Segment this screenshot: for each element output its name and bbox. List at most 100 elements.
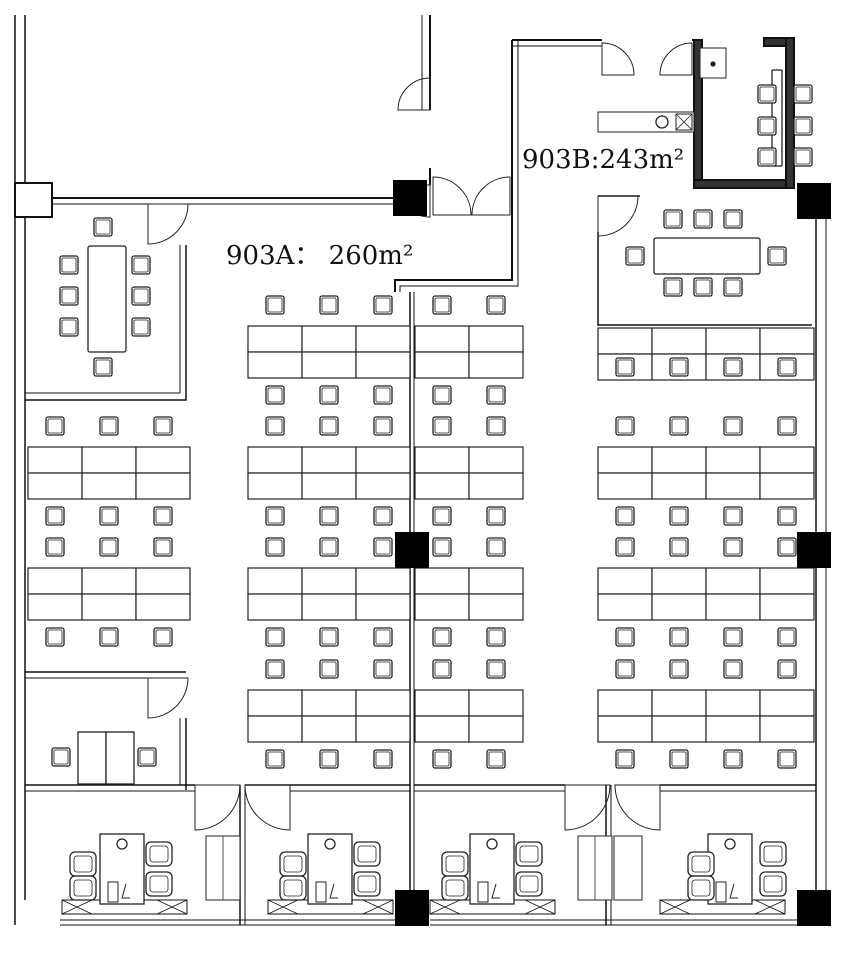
sink-icon bbox=[710, 61, 716, 67]
desk-icon bbox=[81, 446, 137, 474]
chair-icon bbox=[757, 147, 777, 167]
keyboard-icon bbox=[729, 883, 738, 899]
chair-cushion bbox=[725, 359, 741, 375]
armchair-cushion bbox=[763, 875, 783, 893]
chair-icon bbox=[432, 749, 452, 769]
armchair-icon bbox=[441, 851, 469, 877]
desk-icon bbox=[301, 472, 357, 500]
desk-icon bbox=[651, 567, 707, 595]
armchair-cushion bbox=[149, 845, 169, 863]
chair-cushion bbox=[725, 418, 741, 434]
chair-cushion bbox=[133, 319, 149, 335]
desk-icon bbox=[468, 325, 524, 353]
chair-icon bbox=[723, 277, 743, 297]
chair-cushion bbox=[267, 418, 283, 434]
desk-icon bbox=[27, 446, 83, 474]
chair-icon bbox=[757, 116, 777, 136]
chair-icon bbox=[319, 627, 339, 647]
column-icon bbox=[395, 532, 429, 568]
chair-icon bbox=[432, 506, 452, 526]
chair-icon bbox=[723, 416, 743, 436]
desk-icon bbox=[414, 689, 470, 717]
chair-icon bbox=[319, 537, 339, 557]
chair-icon bbox=[373, 537, 393, 557]
chair-cushion bbox=[779, 751, 795, 767]
meeting-table bbox=[653, 237, 761, 275]
chair-icon bbox=[131, 286, 151, 306]
chair-icon bbox=[265, 416, 285, 436]
chair-cushion bbox=[671, 508, 687, 524]
chair-cushion bbox=[61, 319, 77, 335]
chair-cushion bbox=[665, 211, 681, 227]
desk-icon bbox=[759, 567, 815, 595]
door-swing-icon bbox=[194, 784, 241, 831]
chair-cushion bbox=[434, 418, 450, 434]
chair-icon bbox=[432, 627, 452, 647]
armchair-cushion bbox=[445, 879, 465, 897]
chair-cushion bbox=[267, 297, 283, 313]
chair-cushion bbox=[434, 629, 450, 645]
chair-cushion bbox=[61, 257, 77, 273]
door-swing-icon bbox=[597, 195, 639, 237]
keyboard-icon bbox=[121, 883, 130, 899]
chair-icon bbox=[669, 506, 689, 526]
window-icon bbox=[156, 899, 188, 915]
columns bbox=[393, 180, 831, 926]
desk-icon bbox=[759, 593, 815, 621]
chair-cushion bbox=[434, 539, 450, 555]
chair-cushion bbox=[627, 248, 643, 264]
armchair-icon bbox=[515, 841, 543, 867]
chair-icon bbox=[45, 627, 65, 647]
armchair-icon bbox=[279, 851, 307, 877]
keyboard-icon bbox=[491, 883, 500, 899]
desk-icon bbox=[135, 567, 191, 595]
desk-icon bbox=[135, 446, 191, 474]
chair-cushion bbox=[375, 661, 391, 677]
wall-divider-a-b-inner bbox=[399, 40, 519, 292]
armchair-icon bbox=[145, 871, 173, 897]
chair-cushion bbox=[488, 661, 504, 677]
chair-cushion bbox=[321, 418, 337, 434]
desk-icon bbox=[414, 715, 470, 743]
chair-cushion bbox=[665, 279, 681, 295]
chair-icon bbox=[93, 217, 113, 237]
chair-cushion bbox=[725, 211, 741, 227]
desk-icon bbox=[414, 325, 470, 353]
desk-icon bbox=[705, 715, 761, 743]
chair-cushion bbox=[617, 508, 633, 524]
desk-icon bbox=[759, 327, 815, 355]
door-swing-icon bbox=[147, 203, 189, 245]
window-icon bbox=[524, 899, 556, 915]
chair-icon bbox=[373, 659, 393, 679]
chair-icon bbox=[486, 385, 506, 405]
computer-icon bbox=[107, 881, 119, 903]
chair-cushion bbox=[375, 508, 391, 524]
desk-icon bbox=[355, 472, 411, 500]
desk-icon bbox=[705, 567, 761, 595]
chair-icon bbox=[777, 506, 797, 526]
column-icon bbox=[797, 183, 831, 219]
desk-icon bbox=[414, 472, 470, 500]
desk-icon bbox=[759, 446, 815, 474]
desk-icon bbox=[597, 327, 653, 355]
desk-icon bbox=[651, 327, 707, 355]
chair-cushion bbox=[779, 508, 795, 524]
chair-icon bbox=[373, 416, 393, 436]
chair-cushion bbox=[61, 288, 77, 304]
armchair-cushion bbox=[357, 875, 377, 893]
door-swing-icon bbox=[147, 677, 189, 719]
chair-icon bbox=[373, 295, 393, 315]
desk-icon bbox=[468, 689, 524, 717]
chair-cushion bbox=[434, 661, 450, 677]
chair-cushion bbox=[488, 629, 504, 645]
armchair-cushion bbox=[73, 879, 93, 897]
chair-icon bbox=[793, 116, 813, 136]
meeting-room-b-wall bbox=[597, 232, 812, 326]
desk-icon bbox=[301, 715, 357, 743]
chair-icon bbox=[777, 537, 797, 557]
chair-cushion bbox=[434, 508, 450, 524]
armchair-cushion bbox=[283, 855, 303, 873]
desk-icon bbox=[247, 593, 303, 621]
desk-icon bbox=[77, 731, 107, 785]
chair-cushion bbox=[95, 359, 111, 375]
